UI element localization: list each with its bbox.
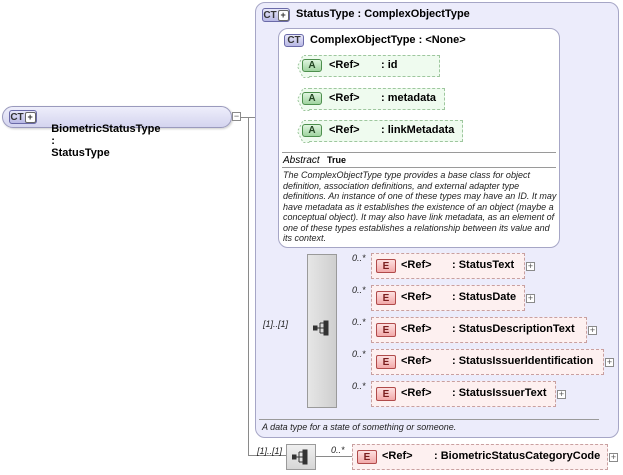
status-type-title: StatusType : ComplexObjectType xyxy=(296,8,470,20)
complex-type-icon: CT+ xyxy=(262,8,290,22)
root-base-type: StatusType xyxy=(51,147,110,159)
root-type-node[interactable]: CT+ BiometricStatusType : StatusType xyxy=(2,106,232,159)
a-icon-label: A xyxy=(308,125,316,136)
attribute-ref: <Ref> xyxy=(329,124,360,136)
element-name: : StatusIssuerIdentification xyxy=(452,355,594,367)
root-name: BiometricStatusType xyxy=(51,123,161,135)
expand-icon[interactable]: + xyxy=(526,261,535,271)
complex-type-icon: CT+ xyxy=(9,110,37,124)
sequence-compositor[interactable] xyxy=(307,254,337,408)
element-icon: E xyxy=(357,450,377,464)
element-cardinality: 0..* xyxy=(352,349,366,359)
element-name: : StatusIssuerText xyxy=(452,387,547,399)
complex-object-type-title: ComplexObjectType : <None> xyxy=(310,34,466,46)
e-icon-label: E xyxy=(382,388,390,400)
element-cardinality: 0..* xyxy=(352,253,366,263)
element-ref: <Ref> xyxy=(401,323,432,335)
divider xyxy=(282,152,556,153)
complex-type-icon: CT xyxy=(284,34,304,47)
ct-icon-label: CT xyxy=(263,9,277,21)
element-ref: <Ref> xyxy=(401,291,432,303)
element-statusissueridentification[interactable] xyxy=(371,349,604,375)
element-ref: <Ref> xyxy=(382,450,413,462)
element-name: : StatusText xyxy=(452,259,515,271)
root-type-label: BiometricStatusType : StatusType xyxy=(39,111,160,171)
ct-icon-label: CT xyxy=(287,35,301,46)
e-icon-label: E xyxy=(382,260,390,272)
divider xyxy=(282,167,556,168)
element-icon: E xyxy=(376,291,396,305)
abstract-label: Abstract xyxy=(283,155,320,166)
expand-icon[interactable]: + xyxy=(526,293,535,303)
element-ref: <Ref> xyxy=(401,387,432,399)
attribute-icon: A xyxy=(302,124,322,137)
attribute-name: : linkMetadata xyxy=(381,124,455,136)
root-separator: : xyxy=(51,135,55,147)
element-cardinality: 0..* xyxy=(352,317,366,327)
element-icon: E xyxy=(376,355,396,369)
complex-object-type-documentation: The ComplexObjectType type provides a ba… xyxy=(283,170,557,243)
expand-icon[interactable]: + xyxy=(588,325,597,335)
abstract-value: True xyxy=(327,155,347,165)
e-icon-label: E xyxy=(382,292,390,304)
sequence-icon xyxy=(313,320,329,336)
attribute-name: : id xyxy=(381,59,398,71)
element-statusdate[interactable] xyxy=(371,285,525,311)
element-icon: E xyxy=(376,387,396,401)
attribute-icon: A xyxy=(302,59,322,72)
extension-sequence-cardinality: [1]..[1] xyxy=(257,446,283,456)
element-ref: <Ref> xyxy=(401,259,432,271)
ct-icon-label: CT xyxy=(10,111,24,123)
attribute-id[interactable] xyxy=(309,55,440,77)
attribute-icon: A xyxy=(302,92,322,105)
a-icon-label: A xyxy=(308,60,316,71)
element-biometricstatuscategorycode[interactable] xyxy=(352,444,608,470)
element-icon: E xyxy=(376,259,396,273)
element-name: : StatusDescriptionText xyxy=(452,323,575,335)
expand-icon[interactable]: + xyxy=(609,452,618,462)
expand-icon[interactable]: + xyxy=(557,389,566,399)
element-statusissuertext[interactable] xyxy=(371,381,556,407)
attribute-linkmetadata[interactable] xyxy=(309,120,463,142)
expand-icon: + xyxy=(24,111,36,123)
e-icon-label: E xyxy=(363,451,371,463)
element-icon: E xyxy=(376,323,396,337)
e-icon-label: E xyxy=(382,324,390,336)
expand-icon[interactable]: − xyxy=(232,111,241,121)
attribute-ref: <Ref> xyxy=(329,59,360,71)
sequence-icon xyxy=(292,449,308,465)
element-name: : BiometricStatusCategoryCode xyxy=(434,450,601,462)
attribute-name: : metadata xyxy=(381,92,437,104)
attribute-metadata[interactable] xyxy=(309,88,445,110)
expand-icon: + xyxy=(277,9,289,21)
divider xyxy=(259,419,599,420)
sequence-cardinality: [1]..[1] xyxy=(263,319,289,329)
element-cardinality: 0..* xyxy=(352,381,366,391)
element-name: : StatusDate xyxy=(452,291,517,303)
expand-icon[interactable]: + xyxy=(605,357,614,367)
element-statusdescriptiontext[interactable] xyxy=(371,317,587,343)
a-icon-label: A xyxy=(308,93,316,104)
status-type-documentation: A data type for a state of something or … xyxy=(262,422,457,432)
element-ref: <Ref> xyxy=(401,355,432,367)
element-statustext[interactable] xyxy=(371,253,525,279)
element-cardinality: 0..* xyxy=(352,285,366,295)
attribute-ref: <Ref> xyxy=(329,92,360,104)
element-cardinality: 0..* xyxy=(331,445,345,455)
e-icon-label: E xyxy=(382,356,390,368)
